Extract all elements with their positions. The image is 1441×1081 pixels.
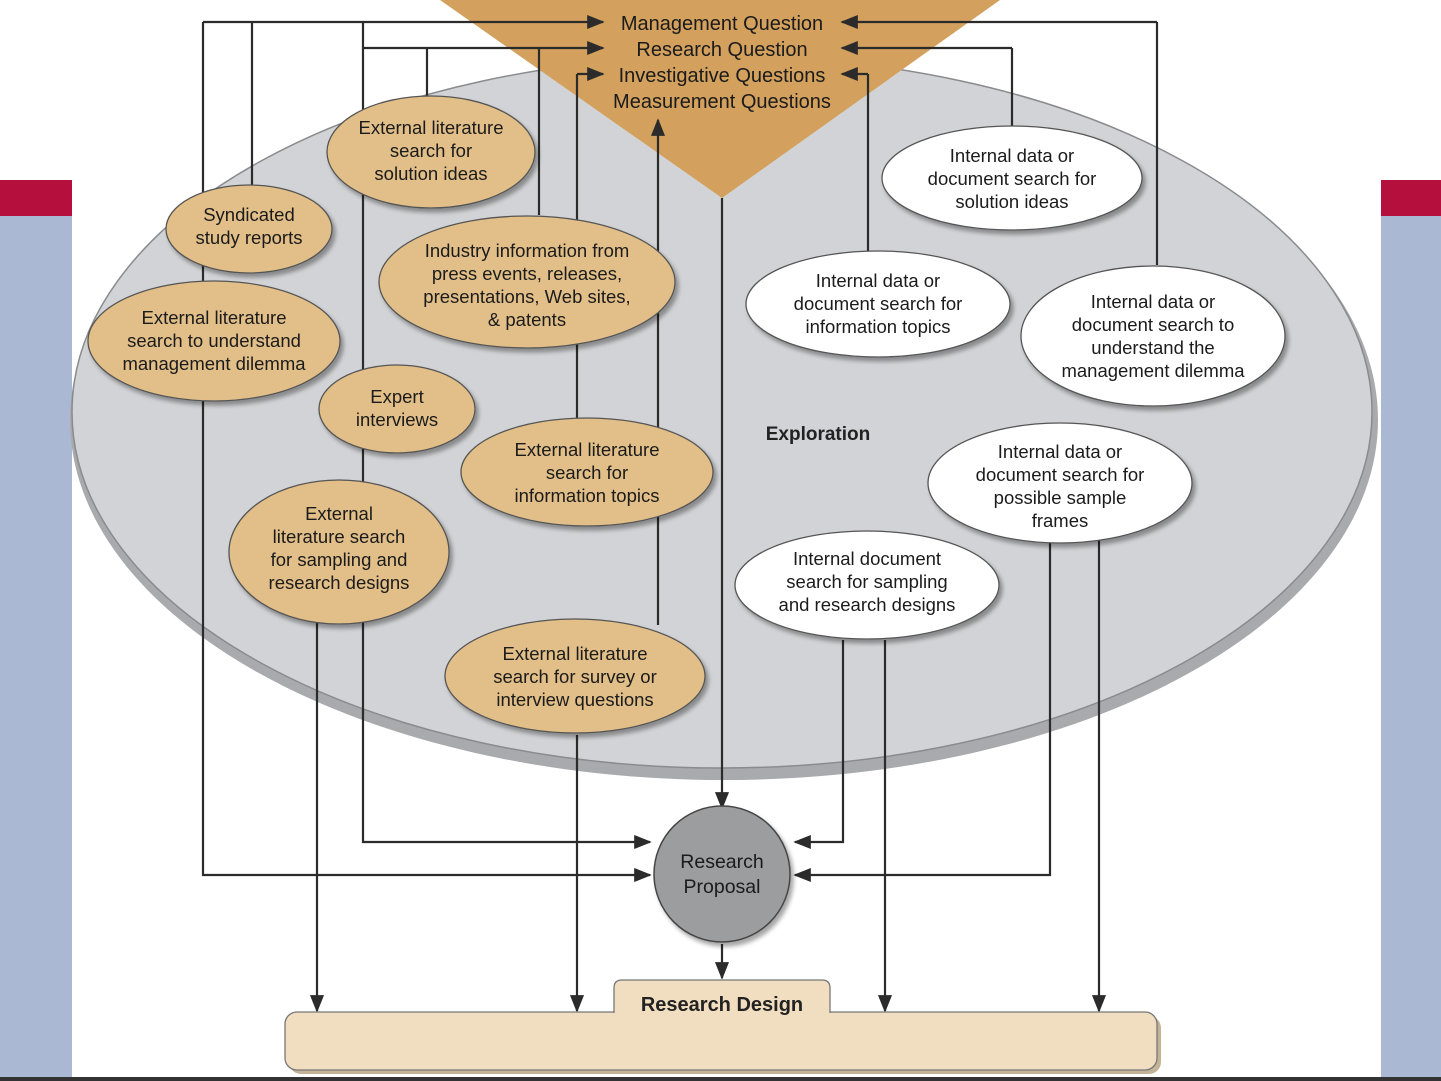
question-funnel <box>440 0 1000 198</box>
research-design-label: Research Design <box>641 994 803 1016</box>
exploration-label: Exploration <box>766 424 871 445</box>
left-accent-bar <box>0 180 72 216</box>
right-accent-bar <box>1381 180 1441 216</box>
measurement-questions-label: Measurement Questions <box>613 91 831 113</box>
research-design-box: Research Design <box>284 979 1161 1074</box>
research-question-label: Research Question <box>636 39 807 61</box>
right-side-panel <box>1381 216 1441 1081</box>
management-question-label: Management Question <box>621 13 823 35</box>
investigative-questions-label: Investigative Questions <box>619 65 826 87</box>
bottom-divider <box>0 1077 1441 1081</box>
left-side-panel <box>0 216 72 1081</box>
